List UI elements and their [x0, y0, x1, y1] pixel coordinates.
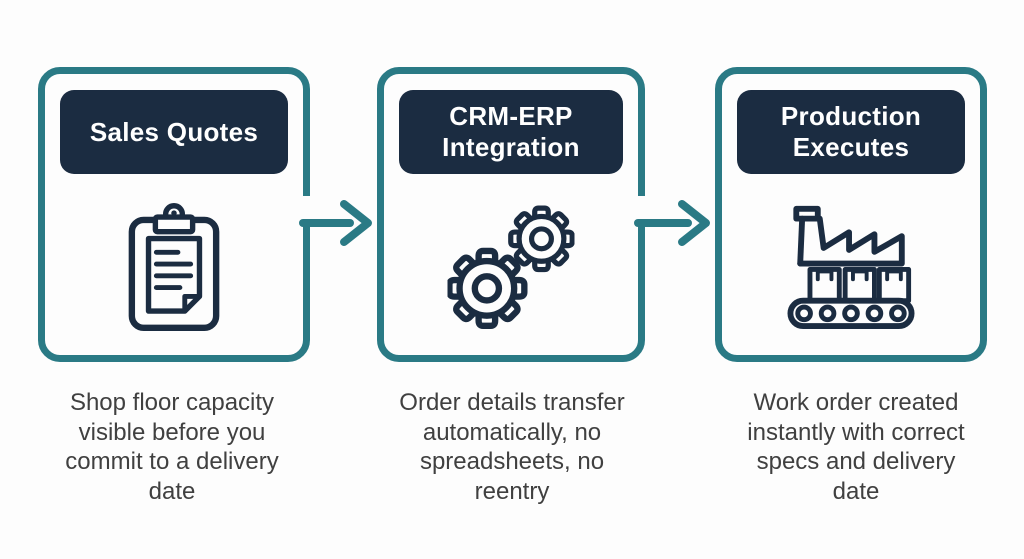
arrow-right-icon	[634, 200, 710, 246]
step-description: Work order created instantly with correc…	[747, 389, 965, 505]
step-description: Shop floor capacity visible before you c…	[65, 389, 279, 505]
factory-icon	[787, 205, 915, 330]
step-card-production-executes: Production Executes	[715, 67, 987, 362]
clipboard-icon	[128, 203, 220, 331]
step-label: CRM-ERP Integration	[442, 101, 580, 162]
step-description: Order details transfer automatically, no…	[399, 389, 625, 505]
step-label: Sales Quotes	[89, 116, 259, 147]
arrow-right-icon	[299, 200, 372, 246]
border-gap	[301, 196, 312, 219]
step-card-crm-erp-integration: CRM-ERP Integration	[377, 67, 645, 362]
border-gap	[636, 196, 647, 219]
step-label-pill: CRM-ERP Integration	[399, 90, 623, 174]
step-label-pill: Production Executes	[737, 90, 965, 174]
step-label: Production Executes	[780, 101, 922, 162]
step-card-sales-quotes: Sales Quotes	[38, 67, 310, 362]
step-label-pill: Sales Quotes	[60, 90, 288, 174]
gears-icon	[447, 205, 575, 329]
